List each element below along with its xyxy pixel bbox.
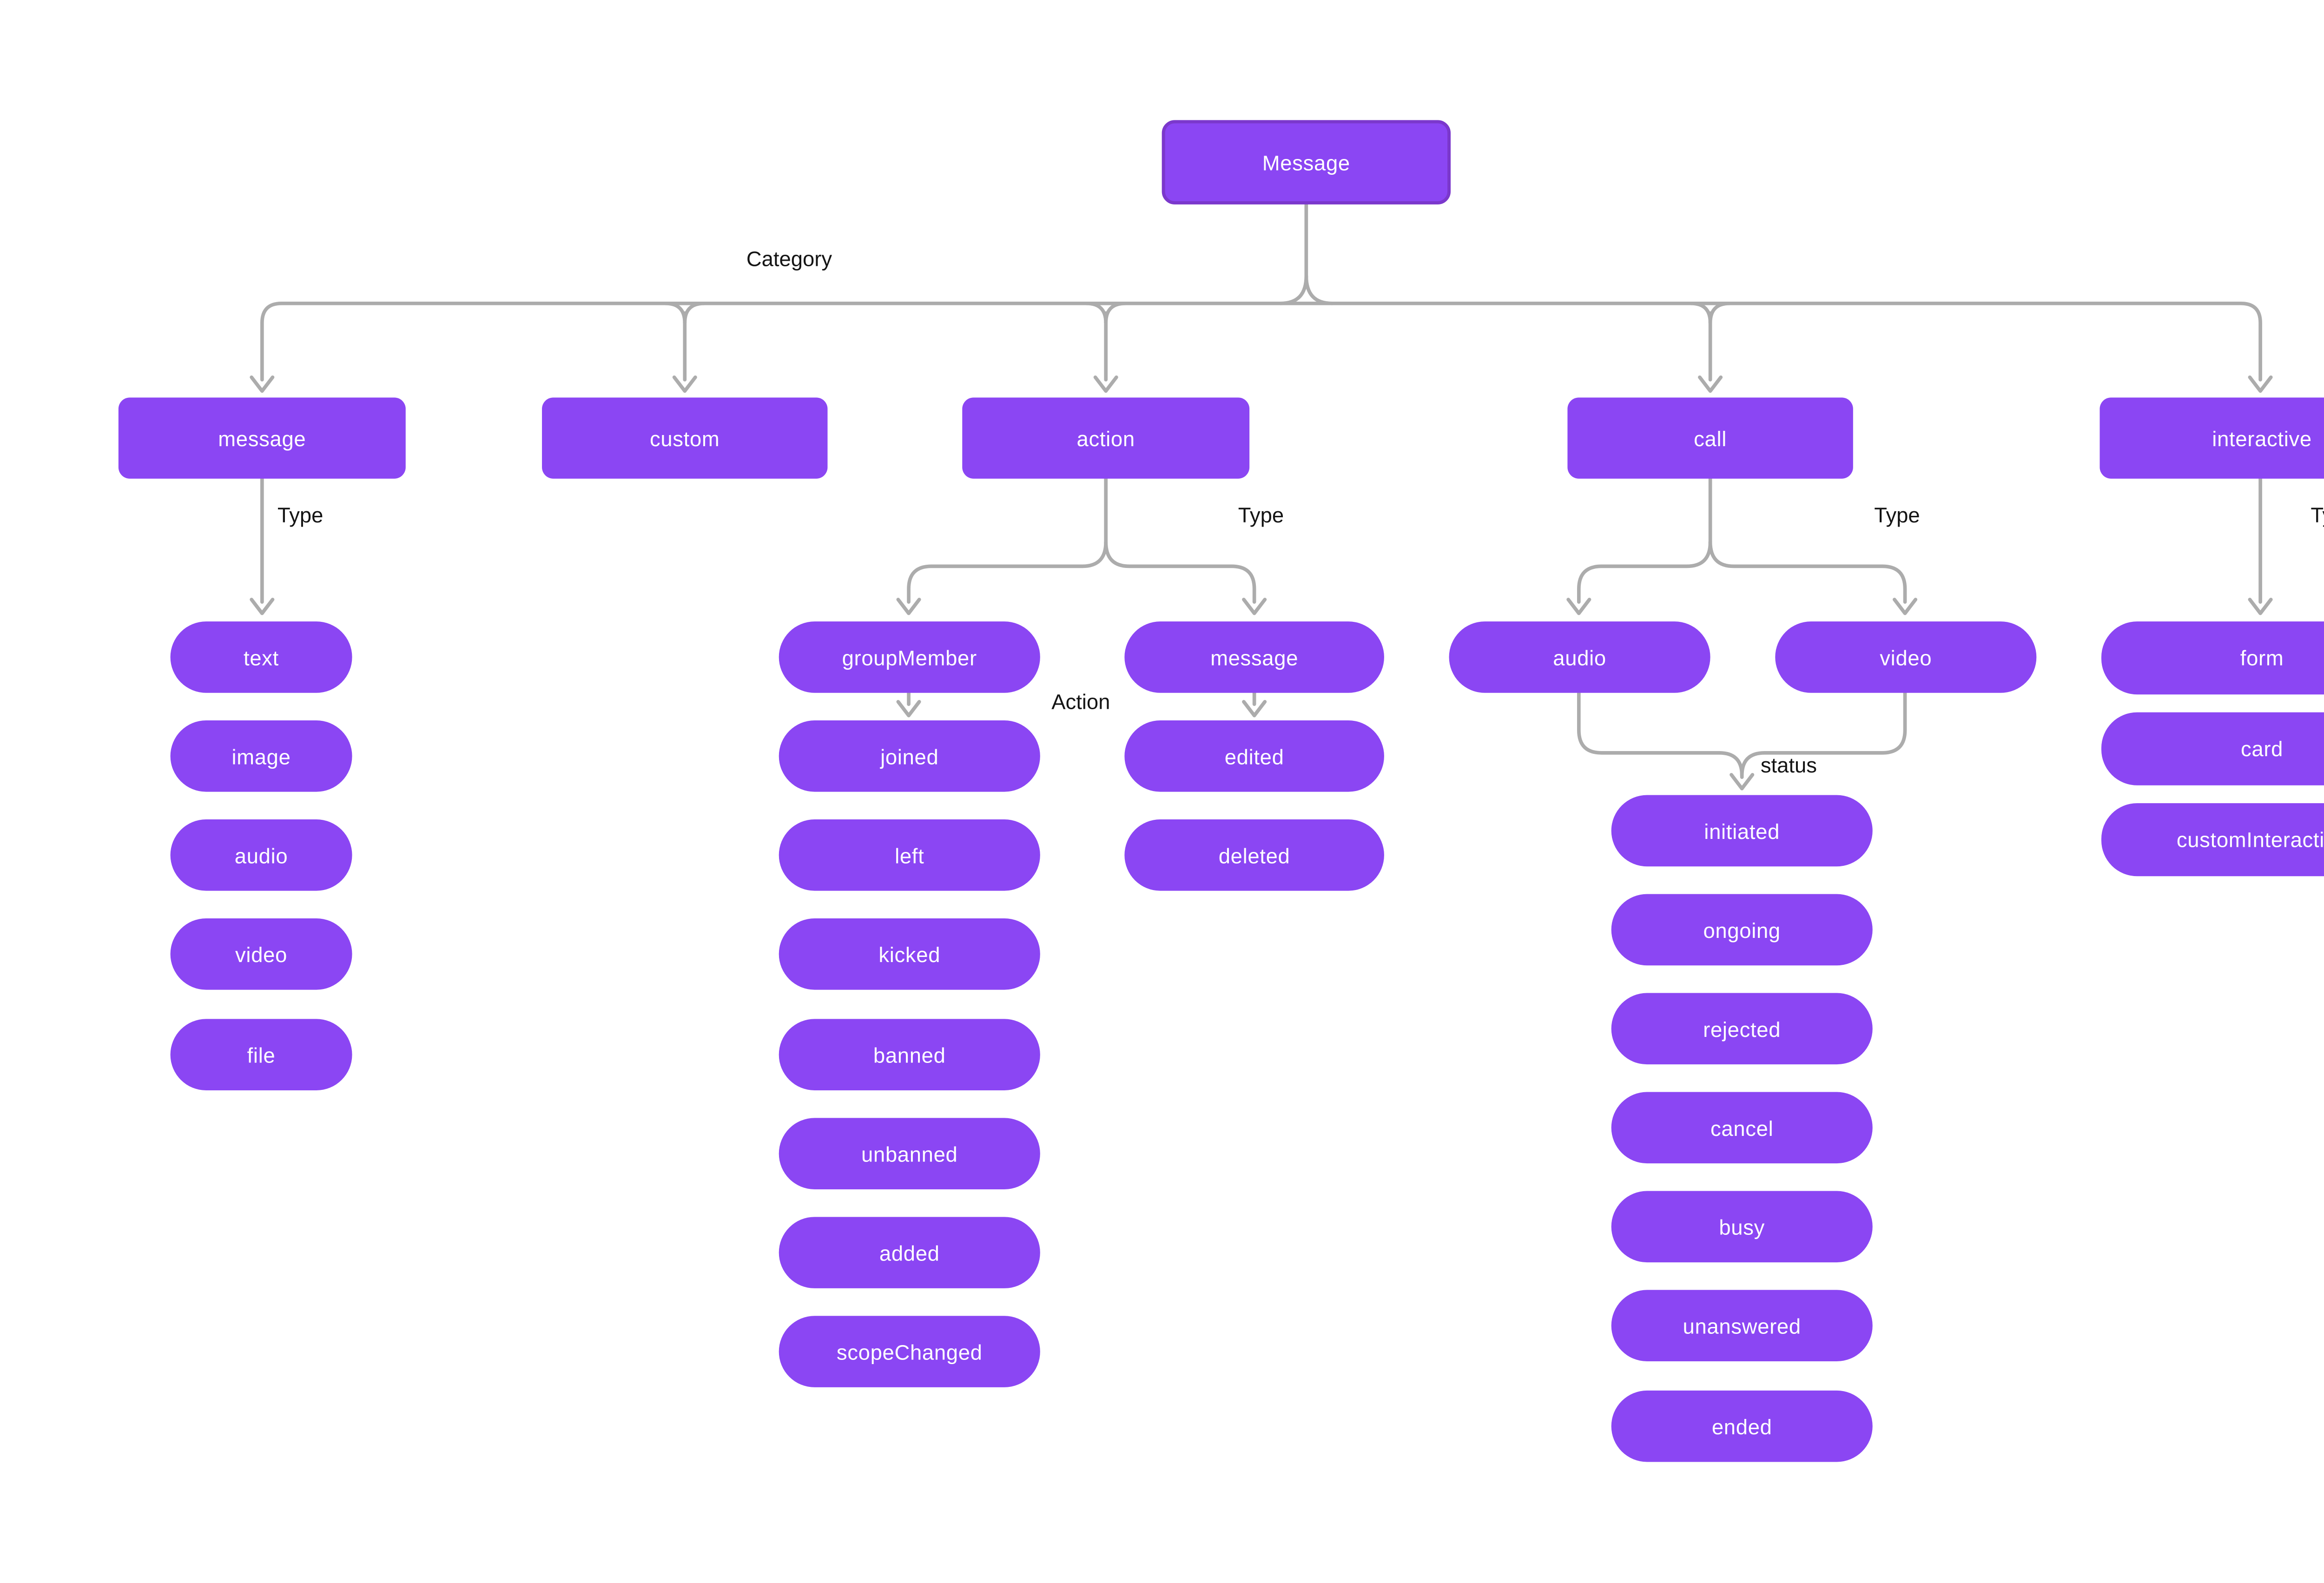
node-category-call: call [1567,397,1853,479]
node-image: image [170,720,352,792]
node-category-interactive: interactive [2100,397,2324,479]
node-custom-interactive: customInteractive [2101,803,2324,877]
connector-action-message-action [1242,691,1267,718]
edge-label-type-call: Type [1874,503,1920,528]
connector-root-to-categories [250,203,2273,393]
node-group-member: groupMember [779,621,1040,693]
node-ongoing: ongoing [1611,894,1873,966]
node-file: file [170,1019,352,1091]
node-message-root: Message [1162,120,1451,204]
node-ended: ended [1611,1390,1873,1462]
edge-label-status: status [1760,752,1817,778]
edge-label-type-message: Type [277,503,324,528]
node-form: form [2101,621,2324,695]
node-card: card [2101,712,2324,785]
connector-action-split [896,477,1267,615]
connector-interactive-type [2248,477,2273,615]
node-rejected: rejected [1611,993,1873,1065]
node-category-action: action [962,397,1250,479]
node-category-custom: custom [542,397,828,479]
node-joined: joined [779,720,1040,792]
node-video-call: video [1775,621,2037,693]
node-text: text [170,621,352,693]
connector-call-status-merge [1577,691,1907,791]
node-initiated: initiated [1611,795,1873,867]
edge-label-action: Action [1051,689,1110,714]
edge-label-type-interactive: Type [2311,503,2324,528]
node-video-message: video [170,918,352,990]
node-deleted: deleted [1124,819,1384,891]
node-category-message: message [118,397,406,479]
node-added: added [779,1217,1040,1288]
node-left: left [779,819,1040,891]
connector-call-split [1566,477,1918,615]
node-unanswered: unanswered [1611,1290,1873,1362]
node-scope-changed: scopeChanged [779,1316,1040,1387]
node-cancel: cancel [1611,1092,1873,1164]
node-audio-message: audio [170,819,352,891]
node-kicked: kicked [779,918,1040,990]
edge-label-type-action: Type [1238,503,1284,528]
node-edited: edited [1124,720,1384,792]
connector-message-type [250,477,275,615]
node-busy: busy [1611,1191,1873,1263]
node-unbanned: unbanned [779,1118,1040,1189]
connector-group-member-action [896,691,921,718]
node-audio-call: audio [1449,621,1710,693]
node-action-message: message [1124,621,1384,693]
node-banned: banned [779,1019,1040,1091]
edge-label-category: Category [746,246,832,271]
